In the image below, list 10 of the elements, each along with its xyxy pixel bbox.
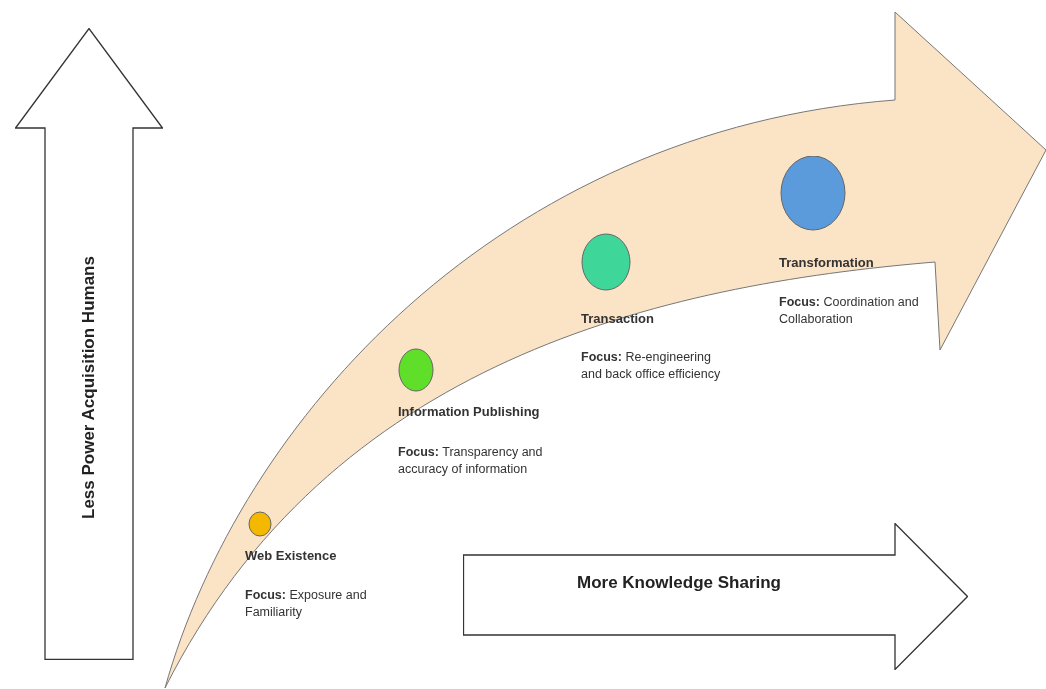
focus-description: Focus: Transparency and accuracy of information <box>398 444 544 478</box>
focus-description: Focus: Exposure and Familiarity <box>245 587 368 621</box>
block-arrow <box>463 523 968 670</box>
block-arrow <box>15 28 163 660</box>
arrow-label: More Knowledge Sharing <box>576 573 782 593</box>
focus-description: Focus: Re-engineering and back office efficiency <box>581 349 722 383</box>
focus-description: Focus: Coordination and Collaboration <box>779 294 920 328</box>
stage-title: Web Existence <box>245 548 337 563</box>
stage-title: Transformation <box>779 255 874 270</box>
stage-title: Information Publishing <box>398 404 540 419</box>
